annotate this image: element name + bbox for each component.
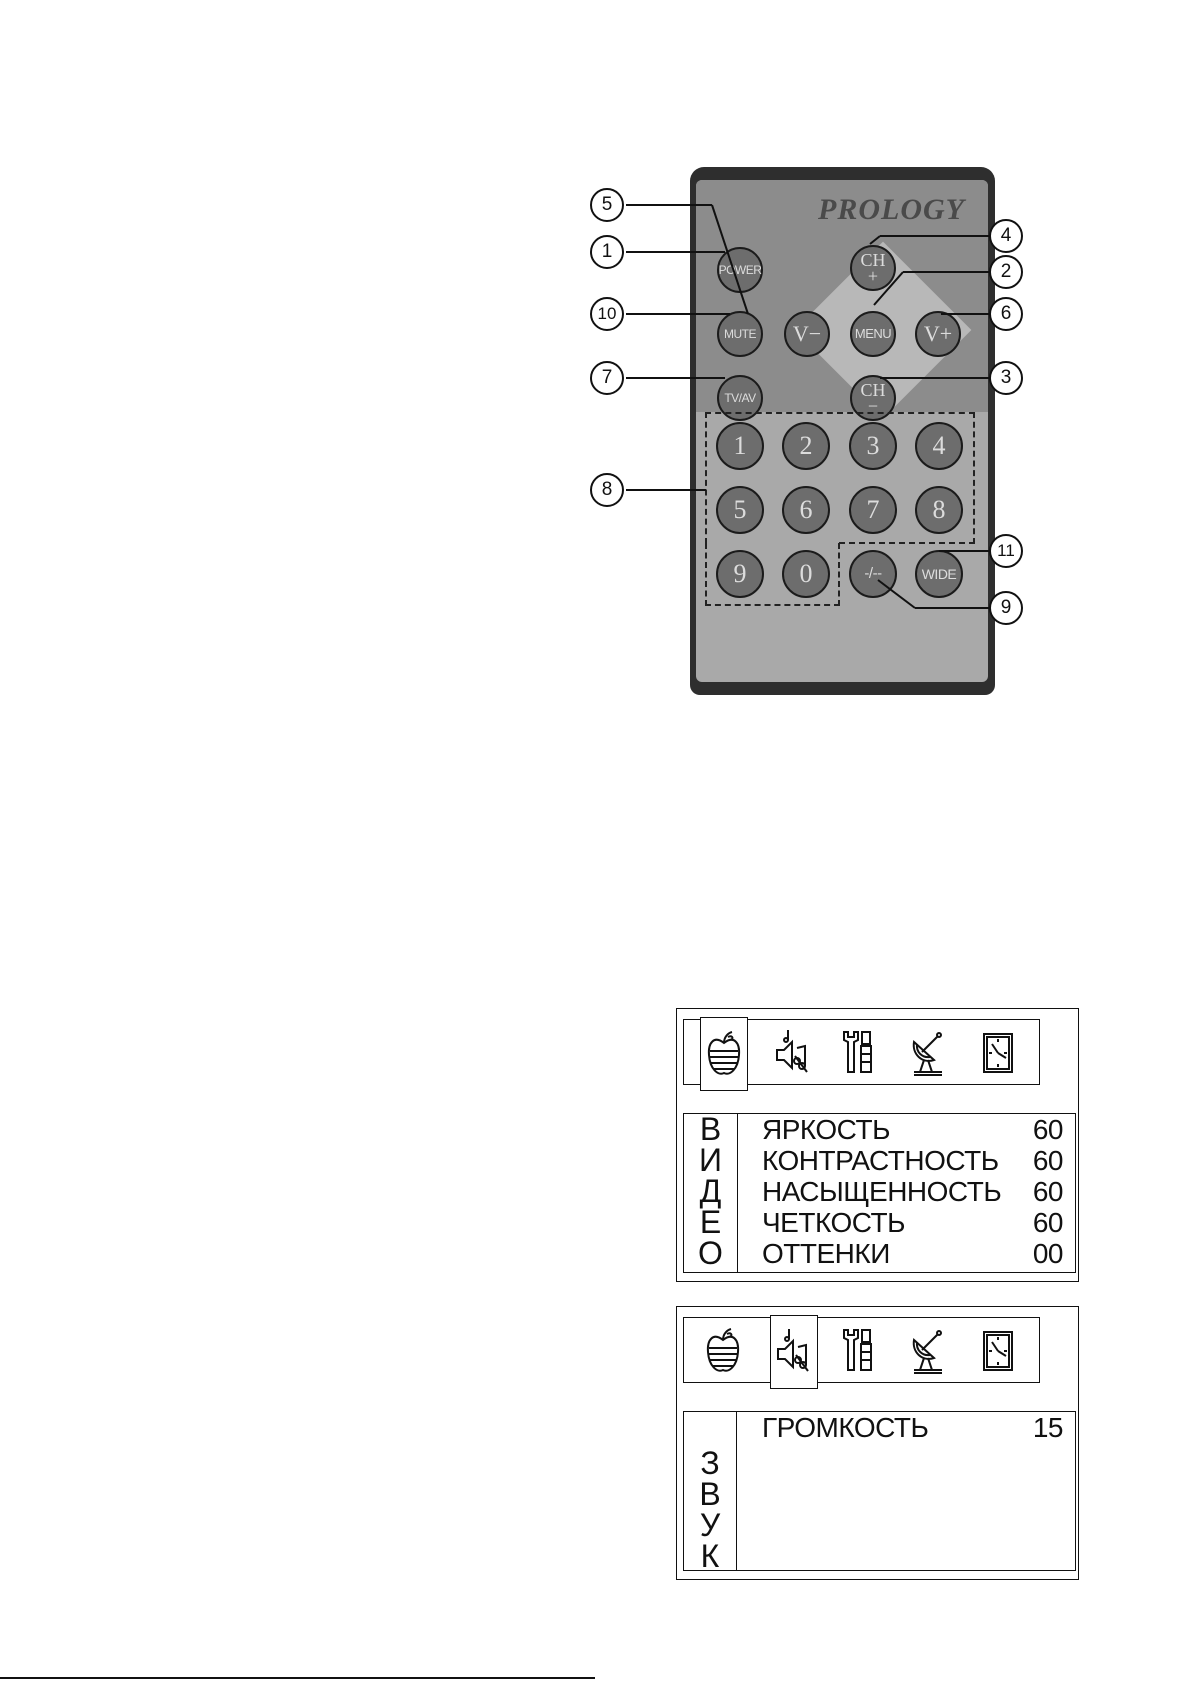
title-letter: Д <box>684 1176 737 1207</box>
tools-icon[interactable] <box>835 1026 881 1080</box>
satellite-icon[interactable] <box>905 1324 951 1378</box>
video-vertical-title: В И Д Е О <box>684 1114 738 1272</box>
menu-row-contrast[interactable]: КОНТРАСТНОСТЬ 60 <box>762 1145 1063 1176</box>
volume-up-button[interactable]: V+ <box>915 311 961 357</box>
menu-button[interactable]: MENU <box>850 311 896 357</box>
wide-button[interactable]: WIDE <box>915 550 963 598</box>
callout-8: 8 <box>590 473 624 507</box>
callout-1: 1 <box>590 235 624 269</box>
title-letter: З <box>684 1448 736 1479</box>
title-letter: О <box>684 1238 737 1269</box>
menu-row-volume[interactable]: ГРОМКОСТЬ 15 <box>762 1412 1063 1443</box>
digits-group-outline-step <box>839 542 975 544</box>
volume-down-button[interactable]: V− <box>784 311 830 357</box>
row-value: 60 <box>1033 1145 1063 1176</box>
video-menu-screen: В И Д Е О ЯРКОСТЬ 60 КОНТРАСТНОСТЬ 60 НА… <box>676 1008 1079 1282</box>
mute-button[interactable]: MUTE <box>717 311 763 357</box>
callout-6: 6 <box>989 297 1023 331</box>
row-label: КОНТРАСТНОСТЬ <box>762 1145 999 1176</box>
title-letter: В <box>684 1479 736 1510</box>
sound-icon[interactable] <box>770 1026 816 1080</box>
picture-icon[interactable] <box>700 1017 748 1091</box>
row-value: 15 <box>1033 1412 1063 1443</box>
title-letter: Е <box>684 1207 737 1238</box>
tools-icon[interactable] <box>835 1324 881 1378</box>
clock-icon[interactable] <box>975 1324 1021 1378</box>
power-button[interactable]: POWER <box>717 247 763 293</box>
sound-menu-screen: З В У К ГРОМКОСТЬ 15 <box>676 1306 1079 1580</box>
picture-icon[interactable] <box>700 1324 746 1378</box>
row-label: НАСЫЩЕННОСТЬ <box>762 1176 1001 1207</box>
callout-9: 9 <box>989 591 1023 625</box>
row-label: ЯРКОСТЬ <box>762 1114 890 1145</box>
video-menu-icon-bar <box>683 1019 1040 1085</box>
row-value: 60 <box>1033 1176 1063 1207</box>
row-label: ЧЕТКОСТЬ <box>762 1207 905 1238</box>
clock-icon[interactable] <box>975 1026 1021 1080</box>
menu-row-saturation[interactable]: НАСЫЩЕННОСТЬ 60 <box>762 1176 1063 1207</box>
callout-11: 11 <box>989 534 1023 568</box>
remote-control-figure: PROLOGY POWER MUTE TV/AV V− V+ MENU CH +… <box>585 160 1085 700</box>
title-letter: И <box>684 1145 737 1176</box>
sound-menu-icon-bar <box>683 1317 1040 1383</box>
sound-settings-panel: З В У К ГРОМКОСТЬ 15 <box>683 1411 1076 1571</box>
satellite-icon[interactable] <box>905 1026 951 1080</box>
row-value: 60 <box>1033 1114 1063 1145</box>
callout-7: 7 <box>590 361 624 395</box>
menu-row-brightness[interactable]: ЯРКОСТЬ 60 <box>762 1114 1063 1145</box>
channel-up-sign: + <box>868 268 878 284</box>
callout-4: 4 <box>989 219 1023 253</box>
dash-dash-button[interactable]: -/-- <box>849 550 897 598</box>
callout-10: 10 <box>590 297 624 331</box>
digits-group-outline-top <box>705 412 975 544</box>
row-value: 00 <box>1033 1238 1063 1269</box>
brand-logo: PROLOGY <box>785 193 965 227</box>
sound-vertical-title: З В У К <box>684 1412 737 1570</box>
row-label: ОТТЕНКИ <box>762 1238 890 1269</box>
title-letter: К <box>684 1541 736 1572</box>
menu-row-sharpness[interactable]: ЧЕТКОСТЬ 60 <box>762 1207 1063 1238</box>
menu-row-hue[interactable]: ОТТЕНКИ 00 <box>762 1238 1063 1269</box>
channel-up-button[interactable]: CH + <box>850 245 896 291</box>
sound-icon[interactable] <box>770 1315 818 1389</box>
digits-group-outline-bottom <box>705 543 840 606</box>
callout-3: 3 <box>989 361 1023 395</box>
title-letter: В <box>684 1114 737 1145</box>
callout-5: 5 <box>590 188 624 222</box>
video-settings-panel: В И Д Е О ЯРКОСТЬ 60 КОНТРАСТНОСТЬ 60 НА… <box>683 1113 1076 1273</box>
title-letter: У <box>684 1510 736 1541</box>
row-value: 60 <box>1033 1207 1063 1238</box>
row-label: ГРОМКОСТЬ <box>762 1412 928 1443</box>
footer-rule <box>0 1677 595 1679</box>
callout-2: 2 <box>989 255 1023 289</box>
